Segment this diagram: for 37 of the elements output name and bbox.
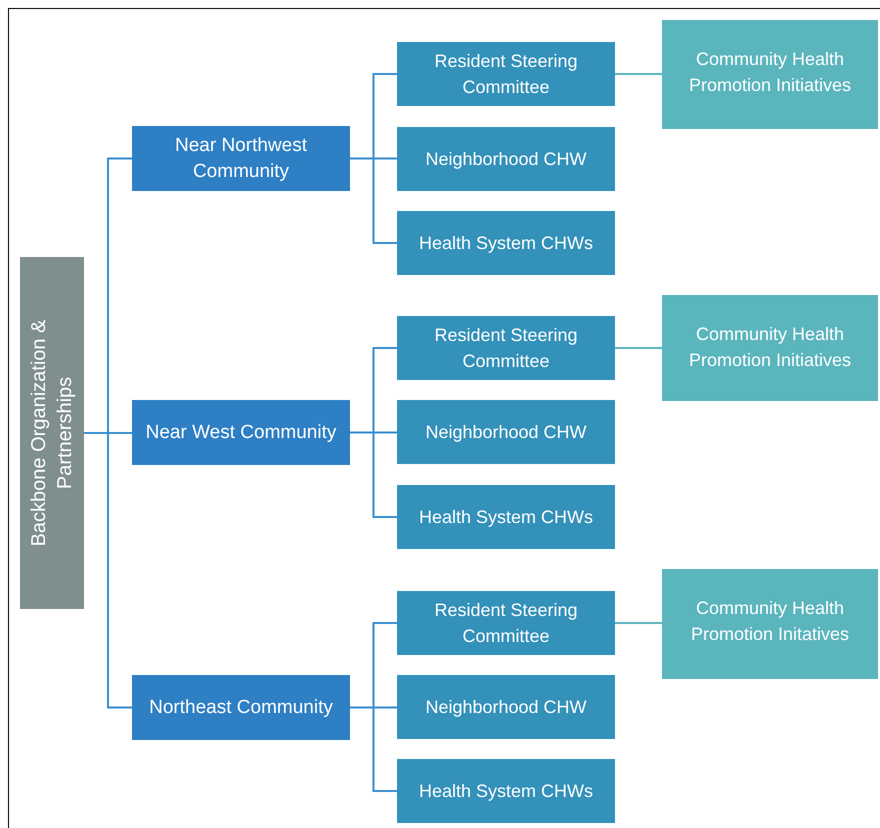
- node-label: Backbone Organization & Partnerships: [27, 318, 77, 548]
- initiative-box: [662, 20, 878, 129]
- node-label: Neighborhood CHW: [425, 696, 587, 719]
- group-box: [397, 316, 615, 380]
- node-label: Health System CHWs: [418, 780, 594, 803]
- community-box: [132, 675, 350, 740]
- node-label: Near West Community: [146, 420, 336, 444]
- connector-line: [350, 706, 397, 792]
- group-box: [397, 400, 615, 464]
- group-box: [397, 759, 615, 823]
- node-label: Community Health Promotion Initiatives: [688, 323, 852, 372]
- group-box: [397, 127, 615, 191]
- node-label: Community Health Promotion Initiatives: [688, 48, 852, 97]
- group-box: [397, 42, 615, 106]
- node-label: Resident Steering Committee: [433, 599, 579, 648]
- connector-line: [615, 73, 662, 75]
- node-label: Northeast Community: [149, 696, 333, 720]
- community-box: [132, 126, 350, 191]
- group-box: [397, 211, 615, 275]
- node-label: Neighborhood CHW: [425, 421, 587, 444]
- group-box: [397, 675, 615, 739]
- group-box: [397, 485, 615, 549]
- node-label: Neighborhood CHW: [425, 148, 587, 171]
- node-label: Health System CHWs: [418, 506, 594, 529]
- node-label: Health System CHWs: [418, 232, 594, 255]
- node-label: Near Northwest Community: [174, 134, 308, 184]
- group-box: [397, 591, 615, 655]
- community-box: [132, 400, 350, 465]
- node-label: Resident Steering Committee: [433, 50, 579, 99]
- connector-line: [615, 347, 662, 349]
- initiative-box: [662, 295, 878, 401]
- connector-line: [84, 432, 132, 708]
- connector-line: [615, 622, 662, 624]
- root-box: [20, 257, 84, 609]
- node-label: Community Health Promotion Initatives: [690, 597, 850, 646]
- node-label: Resident Steering Committee: [433, 324, 579, 373]
- initiative-box: [662, 569, 878, 679]
